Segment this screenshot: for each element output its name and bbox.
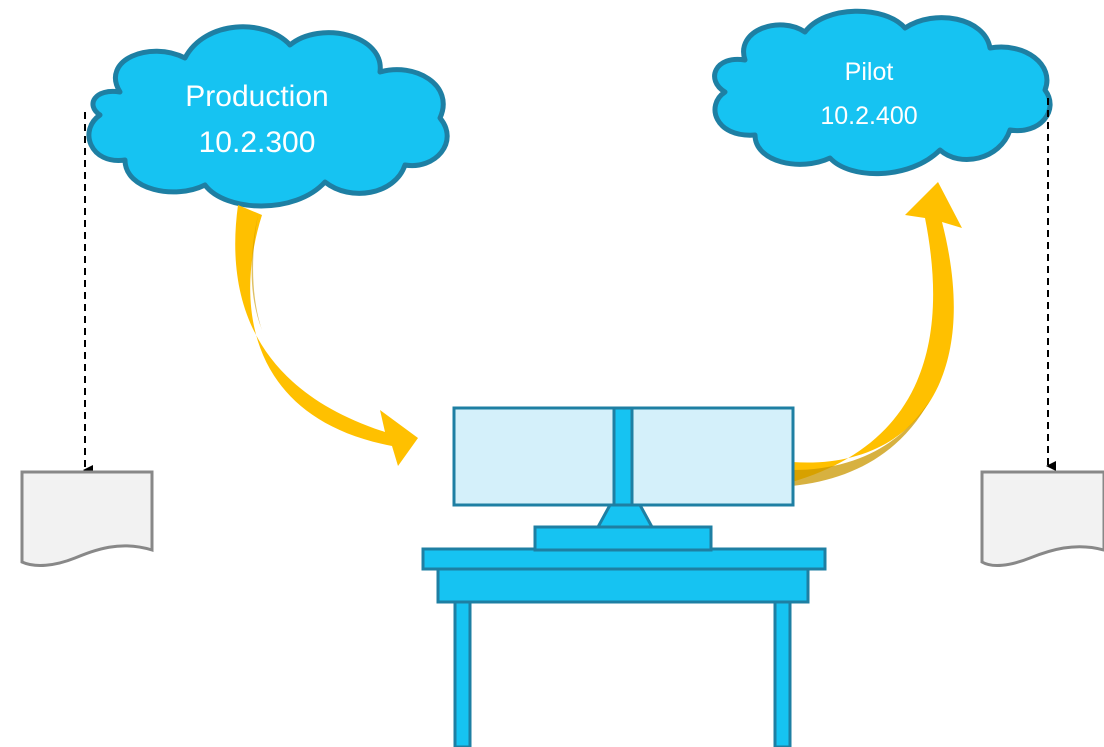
workstation-to-pilot-arrow: [792, 182, 962, 486]
curved-arrow-icon: [235, 205, 418, 466]
desk-apron: [436, 566, 810, 604]
monitor-left: [452, 406, 618, 507]
curved-arrow-icon: [792, 182, 962, 482]
pilot-cloud-version: 10.2.400: [820, 102, 917, 130]
cloud-icon: [712, 8, 1053, 176]
production-cloud-version: 10.2.300: [199, 126, 316, 159]
pilot-cloud-name: Pilot: [845, 58, 894, 86]
pilot-cloud: Pilot 10.2.400: [712, 8, 1053, 176]
arrow-shadow: [792, 400, 930, 486]
monitor-center-bezel: [612, 406, 634, 507]
cloud-icon: [86, 24, 450, 209]
desk-leg-right: [773, 598, 792, 747]
monitor-base: [533, 525, 713, 552]
production-cloud: Production 10.2.300: [86, 24, 450, 209]
document-icon: [980, 470, 1104, 567]
production-cloud-name: Production: [185, 80, 328, 113]
production-to-workstation-arrow: [235, 205, 418, 466]
arrow-shadow: [251, 215, 262, 330]
document-icon: [20, 470, 154, 567]
desk-leg-left: [453, 598, 472, 747]
desk-top: [421, 547, 827, 571]
monitor-stand: [595, 503, 655, 529]
workstation: [421, 406, 827, 747]
monitor-right: [629, 406, 795, 507]
